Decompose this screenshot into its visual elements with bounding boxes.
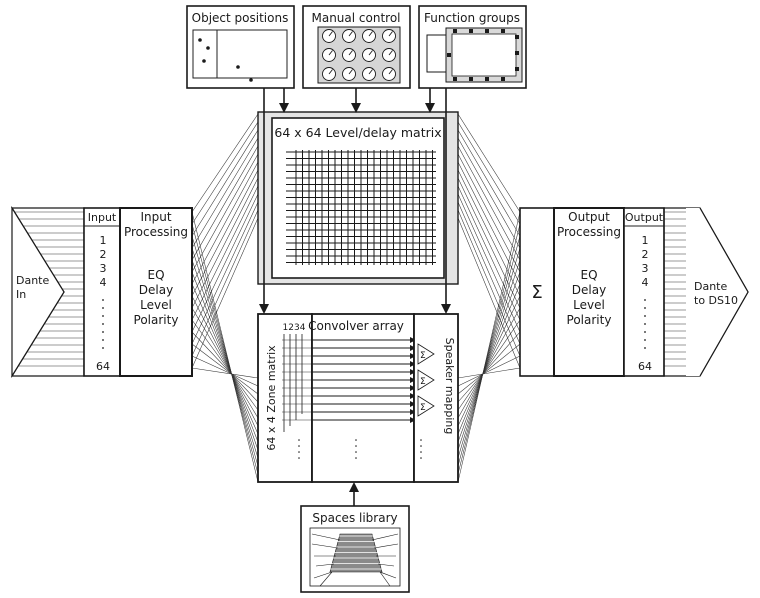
output-processing-item: Level — [573, 298, 605, 312]
zone-matrix-label: 64 x 4 Zone matrix — [265, 345, 278, 451]
convolver-array-block: Convolver array — [308, 313, 416, 483]
manual-control-box: Manual control — [302, 5, 411, 89]
dante-in-label-1: Dante — [16, 274, 49, 287]
input-processing-title: Input — [140, 210, 171, 224]
input-processing-item: Polarity — [134, 313, 179, 327]
knob-grid-icon — [322, 29, 396, 81]
input-number: 2 — [100, 248, 107, 261]
output-fan-lines — [457, 113, 521, 483]
output-processing-block: Output Processing EQ Delay Level Polarit… — [553, 207, 625, 377]
input-fan-lines — [191, 113, 259, 483]
convolver-title: Convolver array — [308, 319, 404, 333]
function-groups-title: Function groups — [424, 11, 520, 25]
input-processing-item: Level — [140, 298, 172, 312]
matrix-grid — [286, 150, 436, 265]
output-sum-symbol: Σ — [531, 282, 542, 303]
spaces-library-title: Spaces library — [312, 511, 397, 525]
dante-out-label-1: Dante — [694, 280, 727, 293]
output-processing-title: Processing — [557, 225, 621, 239]
input-processing-item: Delay — [139, 283, 173, 297]
speaker-sum-symbol: Σ — [420, 377, 426, 387]
output-number-last: 64 — [638, 360, 652, 373]
output-header: Output — [625, 211, 664, 224]
speaker-mapping-block: Speaker mapping Σ Σ Σ — [413, 313, 459, 483]
output-processing-item: Delay — [572, 283, 606, 297]
input-number: 1 — [100, 234, 107, 247]
input-number-last: 64 — [96, 360, 110, 373]
input-number: 3 — [100, 262, 107, 275]
dante-in-block: Dante In — [10, 205, 85, 379]
input-header: Input — [88, 211, 117, 224]
matrix-title: 64 x 64 Level/delay matrix — [274, 125, 441, 140]
output-number: 1 — [642, 234, 649, 247]
input-processing-block: Input Processing EQ Delay Level Polarity — [119, 207, 193, 377]
function-groups-box: Function groups — [418, 5, 527, 89]
output-number: 4 — [642, 276, 649, 289]
output-processing-item: EQ — [580, 268, 597, 282]
control-arrows — [259, 88, 451, 314]
input-processing-title: Processing — [124, 225, 188, 239]
spaces-library-arrow — [349, 482, 359, 506]
spaces-library-box: Spaces library — [300, 505, 410, 593]
input-number: 4 — [100, 276, 107, 289]
room-perspective-icon — [311, 533, 399, 587]
speaker-sum-symbol: Σ — [420, 351, 426, 361]
zone-matrix-columns: 1234 — [283, 323, 306, 333]
speaker-sum-symbol: Σ — [420, 403, 426, 413]
zone-matrix-block: 1234 64 x 4 Zone matrix — [257, 313, 313, 483]
speaker-mapping-label: Speaker mapping — [443, 338, 456, 435]
input-processing-item: EQ — [147, 268, 164, 282]
input-channel-column: Input 1 2 3 4 64 — [83, 207, 121, 377]
dante-in-label-2: In — [16, 288, 26, 301]
dante-out-label-2: to DS10 — [694, 294, 738, 307]
object-positions-title: Object positions — [192, 11, 289, 25]
output-processing-item: Polarity — [567, 313, 612, 327]
output-processing-title: Output — [568, 210, 610, 224]
function-group-markers — [447, 29, 519, 81]
level-delay-matrix: 64 x 64 Level/delay matrix — [257, 111, 459, 285]
dante-out-block: Dante to DS10 — [663, 207, 749, 377]
output-number: 2 — [642, 248, 649, 261]
output-channel-column: Output 1 2 3 4 64 — [623, 207, 665, 377]
output-number: 3 — [642, 262, 649, 275]
output-sum-block: Σ — [519, 207, 555, 377]
manual-control-title: Manual control — [311, 11, 400, 25]
object-positions-box: Object positions — [186, 5, 295, 89]
